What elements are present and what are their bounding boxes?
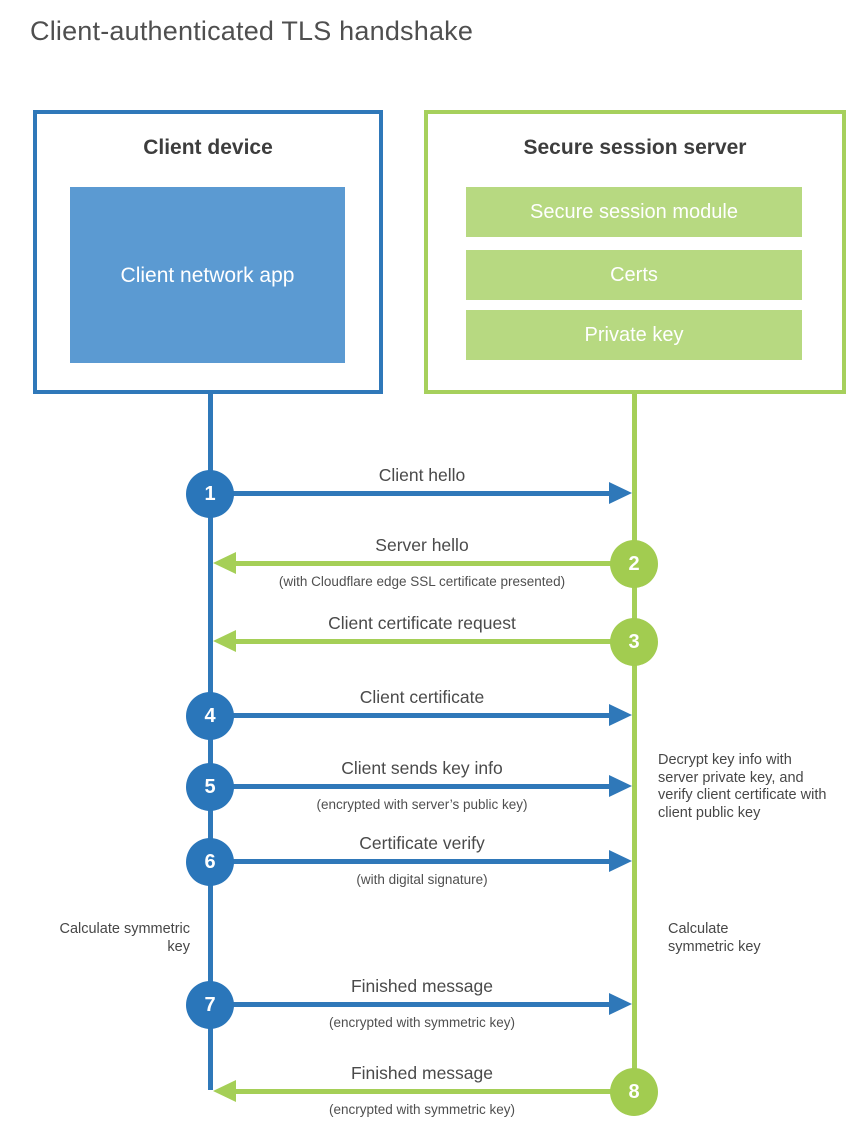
message-label: Server hello: [375, 535, 469, 555]
module-bar-secure-session-module: Secure session module: [466, 187, 802, 237]
calculate-symmetric-key-note-client: Calculate symmetric key: [59, 921, 190, 955]
message-sublabel: (encrypted with symmetric key): [328, 1102, 516, 1117]
message-arrow: [210, 704, 632, 726]
module-bar-private-key: Private key: [466, 310, 802, 360]
message-arrow: [213, 1080, 634, 1102]
message-label: Client hello: [378, 465, 466, 485]
secure-session-server-title: Secure session server: [523, 136, 747, 159]
message-arrow: [210, 775, 632, 797]
client-network-app-label: Client network app: [120, 263, 295, 287]
step-number-badge: 7: [186, 981, 234, 1029]
calculate-symmetric-key-note-server: Calculate symmetric key: [668, 921, 761, 955]
module-bar-certs: Certs: [466, 250, 802, 300]
step-number-badge: 5: [186, 763, 234, 811]
decrypt-note: Decrypt key info with server private key…: [658, 752, 827, 821]
message-label: Finished message: [350, 976, 494, 996]
message-label: Client certificate: [359, 687, 485, 707]
message-label: Certificate verify: [359, 833, 485, 853]
server-lifeline: [632, 394, 637, 1092]
message-label: Client sends key info: [341, 758, 503, 778]
message-arrow: [210, 850, 632, 872]
client-device-title: Client device: [143, 136, 273, 159]
client-network-app-box: Client network app: [70, 187, 345, 363]
step-number-badge: 8: [610, 1068, 658, 1116]
message-arrow: [213, 630, 634, 652]
message-arrow: [213, 552, 634, 574]
step-number-badge: 2: [610, 540, 658, 588]
message-arrow: [210, 482, 632, 504]
message-label: Client certificate request: [328, 613, 516, 633]
message-arrow: [210, 993, 632, 1015]
page-title: Client-authenticated TLS handshake: [30, 16, 474, 46]
step-number-badge: 6: [186, 838, 234, 886]
message-sublabel: (encrypted with symmetric key): [328, 1015, 516, 1030]
step-number-badge: 3: [610, 618, 658, 666]
step-number-badge: 1: [186, 470, 234, 518]
message-label: Finished message: [350, 1063, 494, 1083]
step-number-badge: 4: [186, 692, 234, 740]
message-sublabel: (with digital signature): [356, 872, 488, 887]
secure-session-server-box: Secure session server Secure session mod…: [424, 110, 846, 394]
client-lifeline: [208, 394, 213, 1090]
client-device-box: Client device Client network app: [33, 110, 383, 394]
message-sublabel: (encrypted with server’s public key): [316, 797, 528, 812]
message-sublabel: (with Cloudflare edge SSL certificate pr…: [278, 574, 566, 589]
